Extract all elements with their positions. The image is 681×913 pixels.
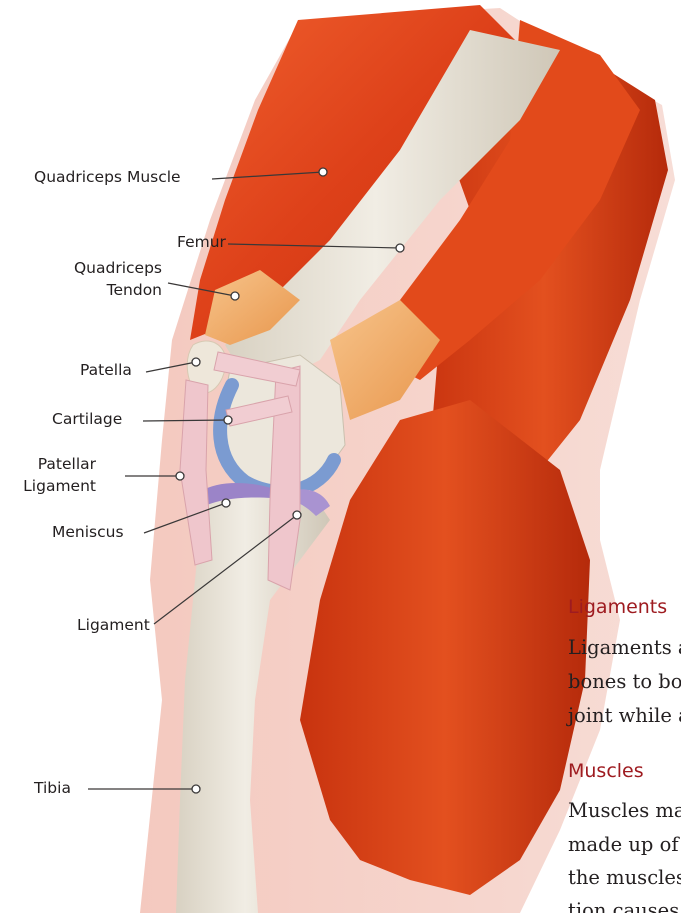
heading-ligaments: Ligaments <box>568 596 667 618</box>
label-tibia: Tibia <box>34 779 71 798</box>
heading-muscles: Muscles <box>568 760 644 782</box>
dot-quadriceps-muscle <box>319 168 327 176</box>
label-patellar-ligament-line1: Patellar <box>0 455 96 474</box>
dot-ligament <box>293 511 301 519</box>
muscles-text-line-3: the muscles <box>568 866 681 889</box>
label-patella: Patella <box>80 361 132 380</box>
dot-tibia <box>192 785 200 793</box>
ligaments-text-line-2: bones to bon <box>568 670 681 693</box>
muscles-text-line-4: tion causes a <box>568 899 681 913</box>
ligaments-text-line-1: Ligaments a <box>568 636 681 659</box>
label-quadriceps-muscle: Quadriceps Muscle <box>34 168 181 187</box>
label-meniscus: Meniscus <box>52 523 124 542</box>
muscles-text-line-1: Muscles mal <box>568 799 681 822</box>
dot-cartilage <box>224 416 232 424</box>
label-quadriceps-tendon-line1: Quadriceps <box>34 259 162 278</box>
label-cartilage: Cartilage <box>52 410 122 429</box>
dot-patellar-ligament <box>176 472 184 480</box>
label-patellar-ligament-line2: Ligament <box>0 477 96 496</box>
dot-patella <box>192 358 200 366</box>
dot-femur <box>396 244 404 252</box>
label-ligament: Ligament <box>77 616 150 635</box>
label-femur: Femur <box>177 233 226 252</box>
label-quadriceps-tendon-line2: Tendon <box>34 281 162 300</box>
muscles-text-line-2: made up of s <box>568 833 681 856</box>
dot-meniscus <box>222 499 230 507</box>
dot-quadriceps-tendon <box>231 292 239 300</box>
ligaments-text-line-3: joint while a <box>568 704 681 727</box>
